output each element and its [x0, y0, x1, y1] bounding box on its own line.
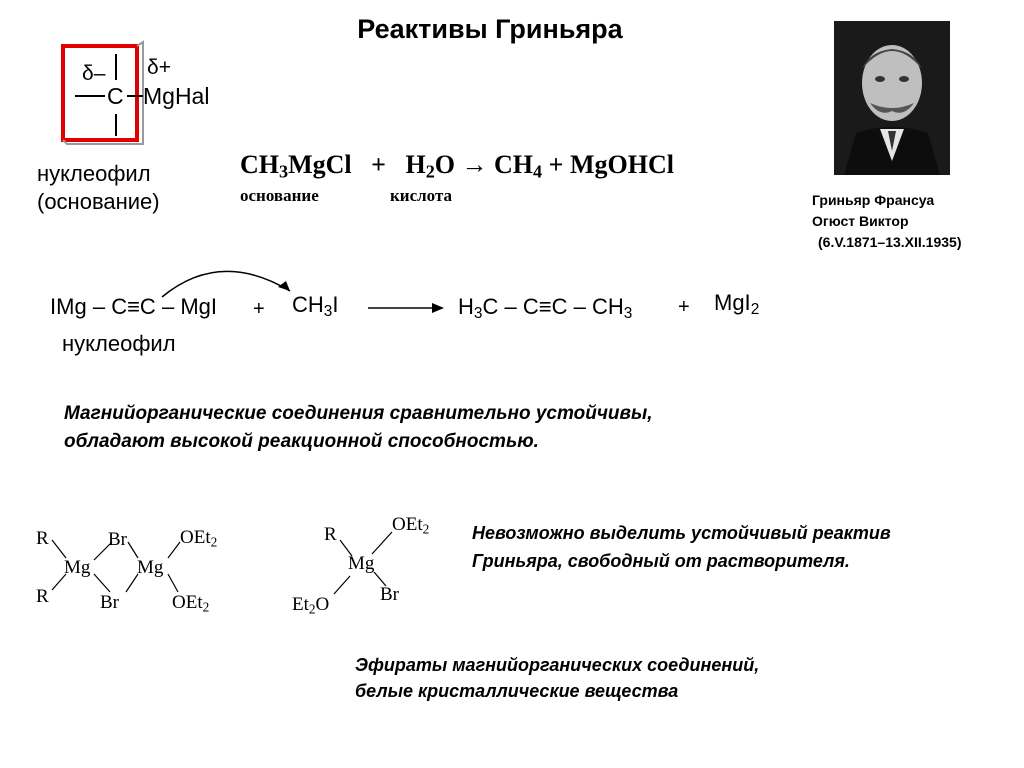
dimer-br-top: Br [108, 529, 127, 550]
monomer-oet-text: OEt [392, 514, 423, 535]
note-solvent-line-2: Гриньяра, свободный от растворителя. [472, 551, 850, 571]
monomer-o: O [315, 594, 330, 615]
bu-c3: C [482, 294, 499, 319]
water-o: O [434, 150, 456, 179]
dimer-oet-top-text: OEt [180, 527, 211, 548]
plus-sign: + [548, 150, 564, 179]
nucleophile-label-2: нуклеофил [62, 331, 176, 356]
product-butyne: H3C – C≡C – CH3 [458, 294, 633, 322]
dimer-oet-bottom-text: OEt [172, 592, 203, 613]
magnesium-iodide: MgI2 [714, 290, 760, 318]
caption-name-2: Огюст Виктор [812, 213, 909, 229]
equation-alkylation-reactants: IMg – C≡C – MgI [50, 294, 217, 319]
delta-minus: δ– [82, 62, 106, 85]
attack-arrow [161, 270, 291, 298]
monomer-et: Et [292, 594, 309, 615]
red-box-shadow [62, 40, 144, 145]
carbon-2: C [139, 294, 156, 319]
nucleophile-label: нуклеофил [37, 161, 151, 186]
portrait-photo [834, 21, 950, 175]
monomer-oet: OEt2 [392, 514, 429, 536]
dimer-br-bottom: Br [100, 592, 119, 613]
mgi2-prefix: MgI [714, 290, 751, 315]
bu-h-sub: 3 [473, 304, 483, 322]
monomer-et2o: Et2O [292, 594, 329, 616]
bu-ch: CH [591, 294, 624, 319]
dimer-oet-top-sub: 2 [210, 534, 218, 550]
mi-sub: 3 [323, 302, 333, 320]
bu-h: H [458, 294, 474, 319]
portrait-caption: Гриньяр Франсуа Огюст Виктор (6.V.1871–1… [812, 190, 1012, 253]
dimer-mg-2: Mg [137, 557, 164, 578]
dimer-mg-1: Mg [64, 557, 91, 578]
monomer-br: Br [380, 584, 399, 605]
statement-line-2: обладают высокой реакционной способность… [64, 431, 539, 452]
img-group: IMg [50, 294, 87, 319]
plus-sign-1: + [253, 298, 265, 320]
carbon-1: C [111, 294, 128, 319]
monomer-r: R [324, 524, 337, 545]
caption-name-1: Гриньяр Франсуа [812, 192, 935, 208]
statement-line-1: Магнийорганические соединения сравнитель… [64, 403, 653, 424]
base-label: (основание) [37, 189, 160, 214]
dimer-oet-bottom: OEt2 [172, 592, 209, 614]
water-sub: 2 [425, 161, 435, 182]
reagent-mgcl: MgCl [288, 150, 352, 179]
monomer-et-sub: 2 [308, 601, 316, 617]
monomer-oet-sub: 2 [422, 521, 430, 537]
carbon-atom: C [107, 83, 124, 109]
reagent-sub: 3 [279, 161, 289, 182]
plus-sign: + [371, 150, 386, 179]
mgi2-sub: 2 [750, 300, 760, 318]
dimer-r-bottom: R [36, 586, 49, 607]
note-etherates-line-2: белые кристаллические вещества [355, 681, 679, 701]
mgi-group: MgI [180, 294, 217, 319]
bu-c5: C [551, 294, 568, 319]
delta-plus: δ+ [147, 56, 171, 79]
polarization-diagram [61, 40, 144, 145]
reagent-ch: CH [240, 150, 279, 179]
red-box-front [61, 44, 139, 142]
equation-hydrolysis: CH3MgCl + H2O → CH4 + MgOHCl [240, 150, 674, 182]
reaction-arrow-2 [368, 303, 444, 313]
caption-dates: (6.V.1871–13.XII.1935) [818, 234, 962, 250]
bu-ch-sub: 3 [623, 304, 633, 322]
monomer-mg: Mg [348, 553, 375, 574]
plus-sign-2: + [678, 296, 690, 318]
dimer-bonds [51, 539, 181, 593]
mi-i: I [332, 292, 339, 317]
bu-triple: ≡ [538, 294, 552, 319]
product-mgohcl: MgOHCl [569, 150, 674, 179]
bu-c4: C [522, 294, 539, 319]
methyl-iodide: CH3I [292, 292, 339, 320]
methane-ch: CH [494, 150, 534, 179]
note-etherates-line-1: Эфираты магнийорганических соединений, [355, 655, 760, 675]
label-base: основание [240, 186, 319, 205]
dimer-r-top: R [36, 528, 49, 549]
dimer-oet-bottom-sub: 2 [202, 599, 210, 615]
reaction-arrow: → [461, 150, 488, 179]
monomer-bonds [333, 531, 393, 595]
label-acid: кислота [390, 186, 453, 205]
grignard-portrait [834, 21, 950, 175]
triple-bond: ≡ [127, 294, 140, 319]
water-h: H [405, 150, 426, 179]
methane-sub: 4 [533, 161, 543, 182]
mi-ch: CH [292, 292, 324, 317]
page-title: Реактивы Гриньяра [357, 14, 623, 44]
note-solvent-line-1: Невозможно выделить устойчивый реактив [472, 523, 891, 543]
mghal-group: MgHal [143, 83, 210, 109]
dimer-oet-top: OEt2 [180, 527, 217, 549]
